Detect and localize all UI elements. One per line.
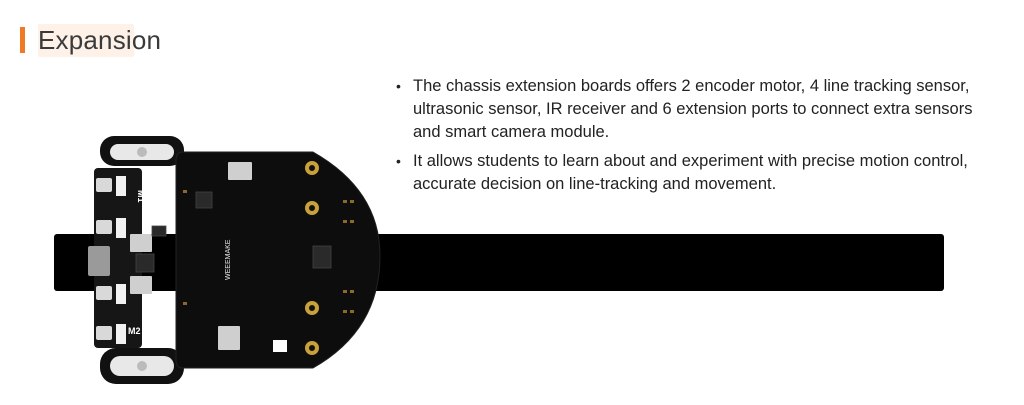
page-title: Expansion (38, 24, 162, 55)
chips (135, 191, 332, 273)
feature-list: • The chassis extension boards offers 2 … (396, 75, 996, 202)
header-pins (130, 162, 287, 352)
bullet-dot-icon: • (396, 153, 401, 169)
title-block: Expansion (20, 22, 161, 58)
left-connectors (88, 178, 112, 340)
title-highlight (38, 24, 134, 57)
mounting-holes (305, 161, 319, 355)
bottom-wheel (100, 348, 184, 384)
motor-label-m1: M1 (136, 190, 146, 203)
feature-text: The chassis extension boards offers 2 en… (413, 77, 973, 141)
feature-item: • It allows students to learn about and … (396, 150, 996, 196)
feature-item: • The chassis extension boards offers 2 … (396, 75, 996, 144)
motor-label-m2: M2 (128, 326, 141, 336)
motor-block (94, 168, 142, 348)
pin-labels (116, 176, 126, 344)
board-brand: WEEEMAKE (225, 239, 232, 280)
bullet-dot-icon: • (396, 78, 401, 94)
top-wheel (100, 136, 184, 166)
main-board (175, 151, 381, 369)
title-accent-bar (20, 27, 25, 53)
robot-chassis-image: M1 M2 (88, 136, 381, 384)
feature-text: It allows students to learn about and ex… (413, 152, 968, 193)
small-components (183, 190, 354, 313)
